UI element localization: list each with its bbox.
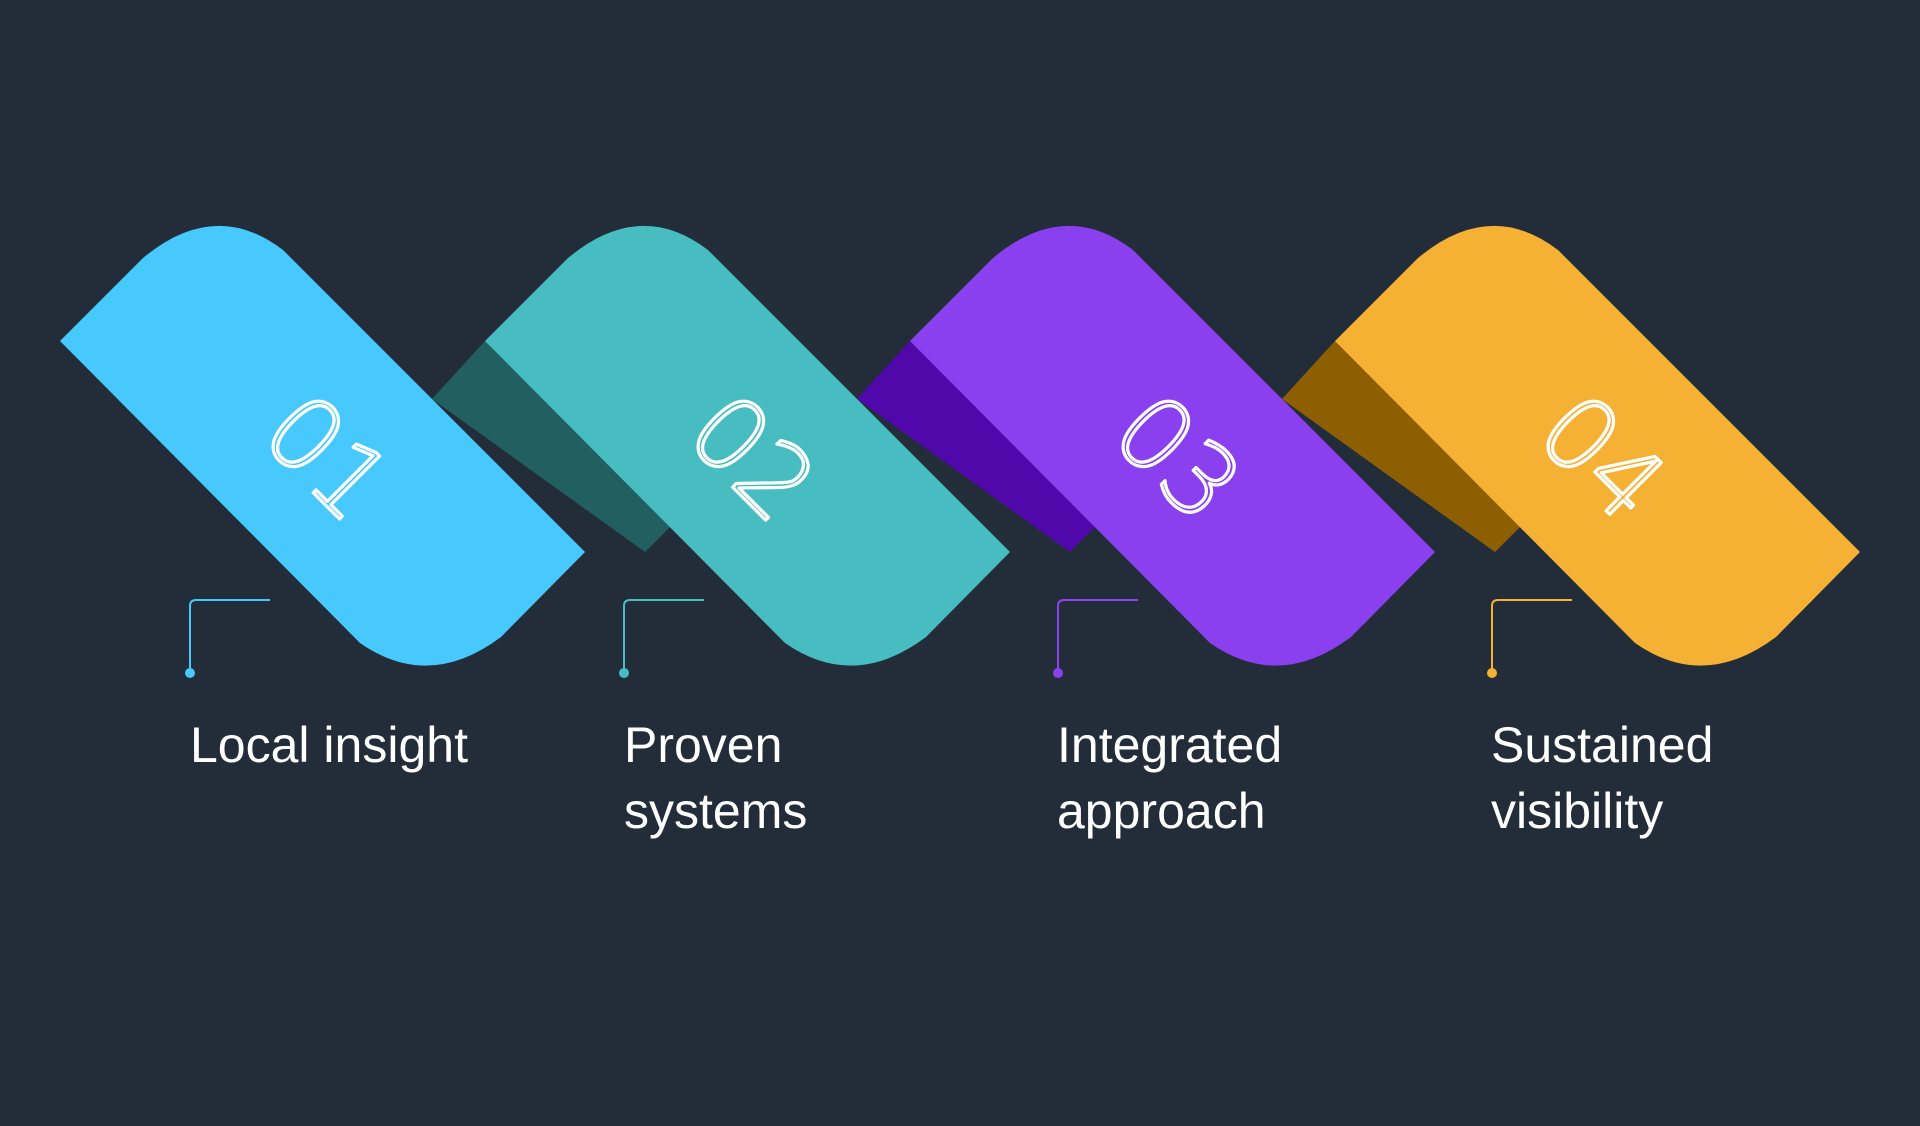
- step-01-connector: [185, 599, 270, 678]
- step-02-connector: [619, 599, 704, 678]
- step-02-ribbon: 02: [485, 225, 1010, 666]
- step-02-shape: [485, 225, 1010, 666]
- link-02-03: [857, 341, 1126, 552]
- ribbon-links: [432, 341, 1551, 552]
- step-04-ribbon: 04: [1335, 225, 1860, 666]
- step-04-shape: [1335, 225, 1860, 666]
- step-01-shape: [60, 225, 585, 666]
- step-03-connector: [1053, 599, 1138, 678]
- step-01-label: Local insight: [190, 717, 468, 773]
- step-04-label: Sustained visibility: [1491, 717, 1714, 839]
- link-03-04: [1282, 341, 1551, 552]
- step-01-ribbon: 01: [60, 225, 585, 666]
- step-03-ribbon: 03: [910, 225, 1435, 666]
- step-02-label: Proven systems: [624, 717, 808, 839]
- step-03-shape: [910, 225, 1435, 666]
- step-04-connector: [1487, 599, 1572, 678]
- label-connectors: [185, 599, 1572, 678]
- step-03-label: Integrated approach: [1057, 717, 1283, 839]
- link-01-02: [432, 341, 701, 552]
